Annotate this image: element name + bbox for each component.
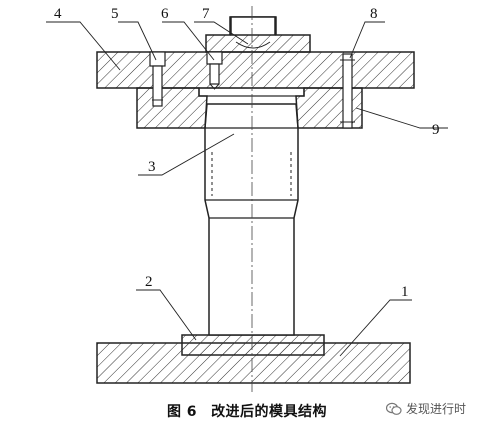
watermark: 发现进行时 [386, 400, 466, 417]
callout-7: 7 [202, 6, 210, 22]
leader-5 [118, 21, 157, 61]
leader-4 [46, 21, 121, 71]
figure-caption: 图 6 改进后的模具结构 [0, 401, 494, 421]
callout-6: 6 [161, 6, 169, 22]
callout-8: 8 [370, 6, 378, 22]
upper-punch [205, 16, 311, 53]
leader-lines [46, 21, 448, 357]
dowel-pin-right [340, 53, 355, 129]
figure-number: 图 6 [166, 404, 198, 420]
callout-1: 1 [401, 284, 409, 300]
leader-6 [162, 21, 215, 61]
leader-2 [136, 289, 197, 341]
callout-9: 9 [432, 122, 440, 138]
figure-title: 改进后的模具结构 [211, 404, 328, 420]
central-column [198, 87, 305, 336]
watermark-text: 发现进行时 [406, 402, 467, 416]
leader-7 [194, 21, 249, 45]
callout-2: 2 [145, 274, 153, 290]
callout-5: 5 [111, 6, 119, 22]
top-plate [96, 51, 415, 89]
locating-pin [206, 51, 223, 90]
callout-4: 4 [54, 6, 62, 22]
leader-8 [349, 21, 385, 59]
wechat-icon [386, 402, 402, 415]
lower-locating-block [181, 334, 325, 356]
callout-labels: 4 5 6 7 8 9 3 2 1 [54, 6, 440, 300]
leader-9 [355, 107, 448, 129]
leader-3 [138, 133, 235, 176]
callout-3: 3 [148, 159, 156, 175]
leader-1 [339, 299, 412, 357]
